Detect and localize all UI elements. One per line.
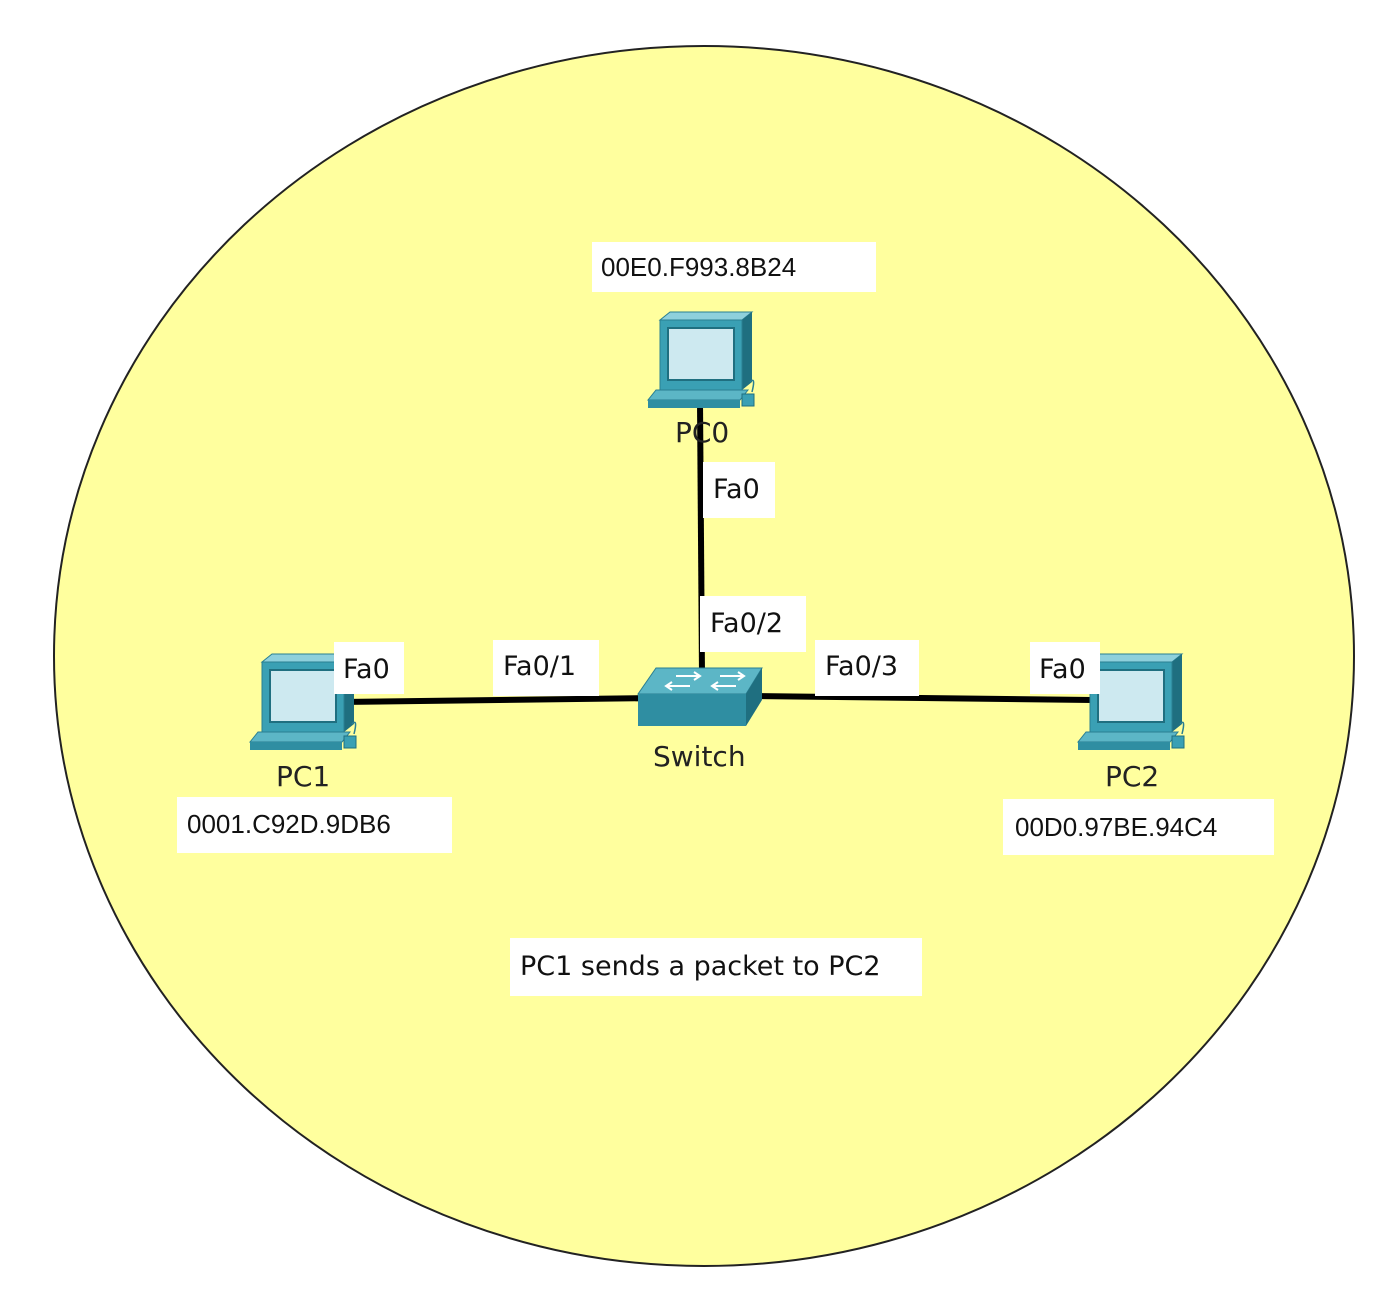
switch-port-fa0-3-label: Fa0/3 (815, 640, 919, 696)
link-switch-pc2 (749, 693, 1093, 703)
switch-port-fa0-2-label: Fa0/2 (700, 596, 806, 652)
pc1-mac-label: 0001.C92D.9DB6 (177, 797, 452, 853)
pc0-name: PC0 (675, 416, 730, 449)
switch-port-fa0-1-label: Fa0/1 (493, 640, 599, 696)
link-pc1-switch (339, 695, 661, 705)
switch-icon[interactable] (637, 667, 763, 726)
scenario-note: PC1 sends a packet to PC2 (510, 938, 922, 996)
pc0-computer-icon[interactable] (647, 311, 755, 409)
pc2-port-label: Fa0 (1030, 642, 1100, 694)
pc0-mac-label: 00E0.F993.8B24 (592, 242, 876, 292)
switch-name: Switch (653, 740, 746, 773)
pc1-port-label: Fa0 (334, 642, 404, 694)
pc2-mac-label: 00D0.97BE.94C4 (1003, 799, 1274, 855)
pc0-port-label: Fa0 (703, 462, 775, 518)
pc1-name: PC1 (276, 760, 331, 793)
pc2-name: PC2 (1105, 760, 1160, 793)
